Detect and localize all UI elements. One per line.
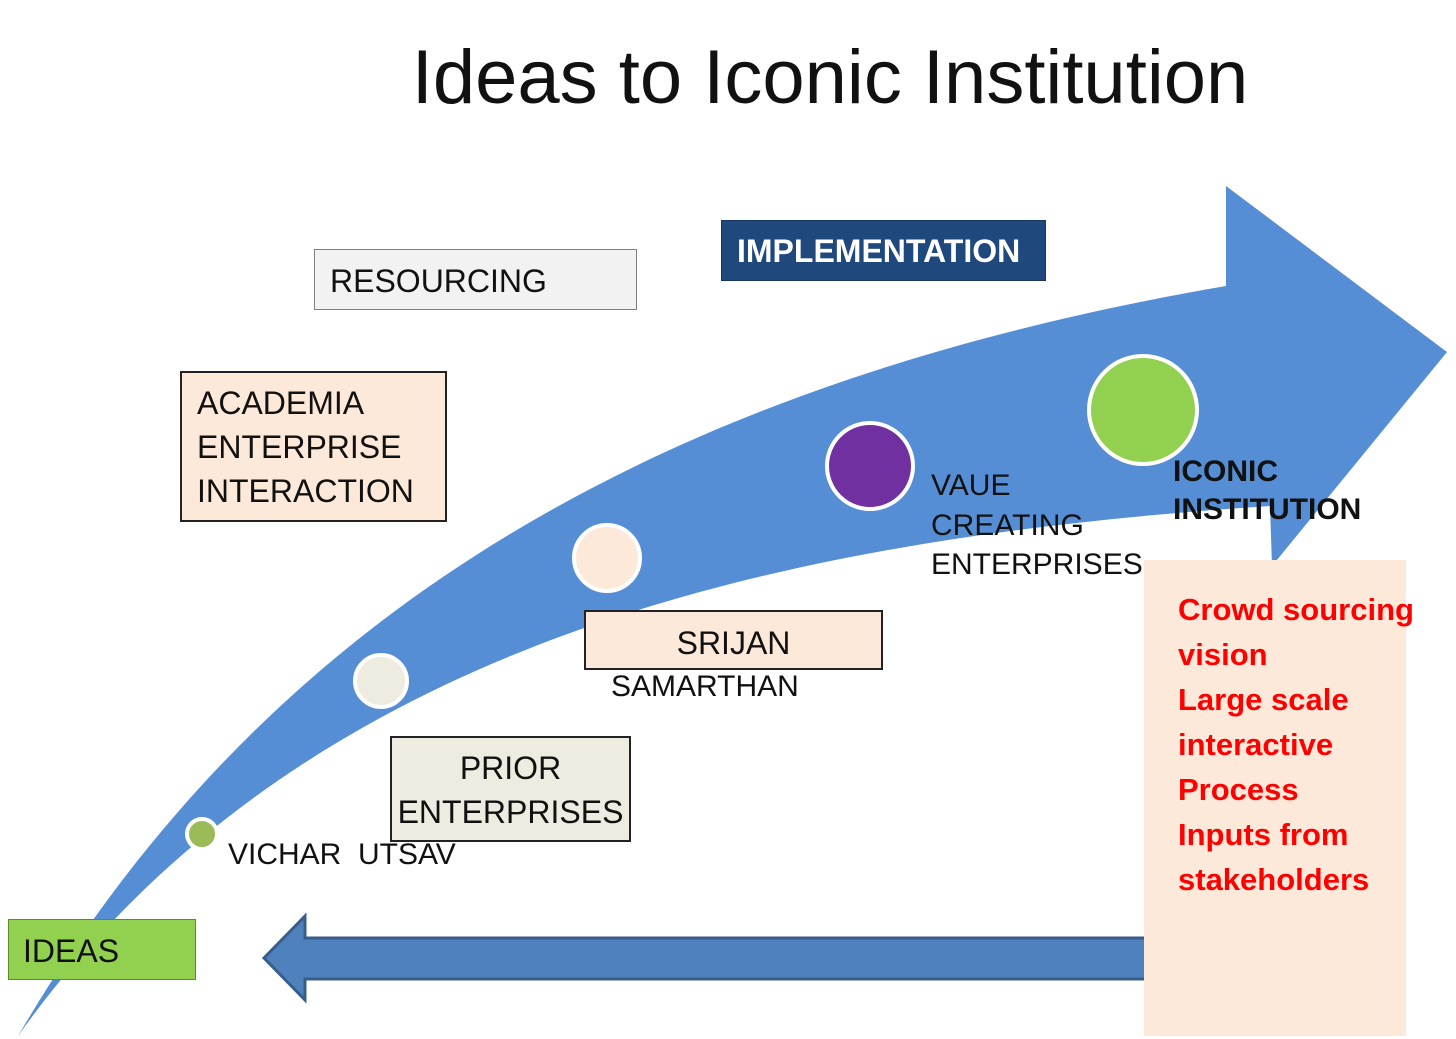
crowd-line-7: stakeholders xyxy=(1178,861,1370,897)
crowd-line-2: vision xyxy=(1178,636,1268,672)
implementation-box: IMPLEMENTATION xyxy=(721,220,1046,281)
srijan-box: SRIJAN xyxy=(584,610,883,670)
crowd-line-6: Inputs from xyxy=(1178,816,1349,852)
enterprises-line: ENTERPRISES xyxy=(397,794,624,831)
milestone-dot-prior xyxy=(353,653,409,709)
milestone-dot-iconic xyxy=(1087,354,1199,466)
feedback-left-arrow xyxy=(261,912,1166,1004)
ideas-box: IDEAS xyxy=(8,919,196,980)
iconic-institution-label: ICONIC INSTITUTION xyxy=(1173,453,1361,530)
resourcing-label: RESOURCING xyxy=(330,263,547,299)
crowd-line-4: interactive xyxy=(1178,726,1334,762)
academia-enterprise-box: ACADEMIA ENTERPRISE INTERACTION xyxy=(180,371,447,522)
srijan-label: SRIJAN xyxy=(676,625,791,661)
crowd-line-1: Crowd sourcing xyxy=(1178,592,1414,627)
milestone-dot-value xyxy=(825,421,915,511)
crowd-sourcing-box: Crowd sourcing vision Large scale intera… xyxy=(1144,560,1414,1036)
vichar-utsav-label: VICHAR UTSAV xyxy=(228,838,456,871)
page-title: Ideas to Iconic Institution xyxy=(411,35,1249,120)
enterprises-line-2: ENTERPRISES xyxy=(931,548,1143,582)
vaue-line: VAUE xyxy=(931,469,1011,502)
samarthan-label: SAMARTHAN xyxy=(611,670,799,703)
prior-enterprises-box: PRIOR ENTERPRISES xyxy=(390,736,631,842)
creating-line: CREATING xyxy=(931,508,1084,542)
prior-line: PRIOR xyxy=(459,750,562,786)
iconic-line: ICONIC xyxy=(1173,455,1278,488)
crowd-line-5: Process xyxy=(1178,771,1299,807)
interaction-line: INTERACTION xyxy=(197,473,414,510)
value-creating-enterprises-label: VAUE CREATING ENTERPRISES xyxy=(931,466,1143,585)
implementation-label: IMPLEMENTATION xyxy=(737,233,1021,269)
milestone-dot-srijan xyxy=(572,523,642,593)
institution-line: INSTITUTION xyxy=(1173,493,1362,527)
milestone-dot-vichar xyxy=(185,817,219,851)
crowd-line-3: Large scale xyxy=(1178,681,1349,717)
resourcing-box: RESOURCING xyxy=(314,249,637,310)
ideas-label: IDEAS xyxy=(23,933,120,969)
enterprise-line: ENTERPRISE xyxy=(197,429,402,466)
academia-line: ACADEMIA xyxy=(197,385,365,421)
